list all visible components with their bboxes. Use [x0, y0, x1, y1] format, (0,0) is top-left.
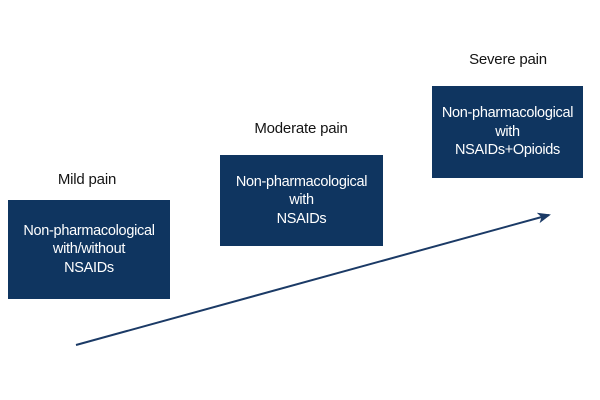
step-label-moderate-pain: Moderate pain — [254, 120, 348, 137]
step-box-line: Non-pharmacological — [23, 222, 155, 239]
step-box-moderate-pain: Non-pharmacological with NSAIDs — [220, 155, 383, 246]
step-box-line: with — [495, 123, 520, 140]
step-box-severe-pain: Non-pharmacological with NSAIDs+Opioids — [432, 86, 583, 178]
step-box-line: NSAIDs — [64, 259, 114, 276]
step-box-line: NSAIDs — [276, 210, 327, 227]
step-label-mild-pain: Mild pain — [57, 171, 117, 188]
step-label-severe-pain: Severe pain — [469, 51, 547, 68]
step-box-line: with/without — [52, 241, 126, 258]
step-box-line: NSAIDs+Opioids — [455, 142, 560, 159]
step-box-mild-pain: Non-pharmacological with/without NSAIDs — [8, 200, 170, 299]
step-box-line: Non-pharmacological — [441, 105, 574, 122]
step-box-line: with — [289, 192, 314, 209]
step-box-line: Non-pharmacological — [235, 173, 368, 190]
